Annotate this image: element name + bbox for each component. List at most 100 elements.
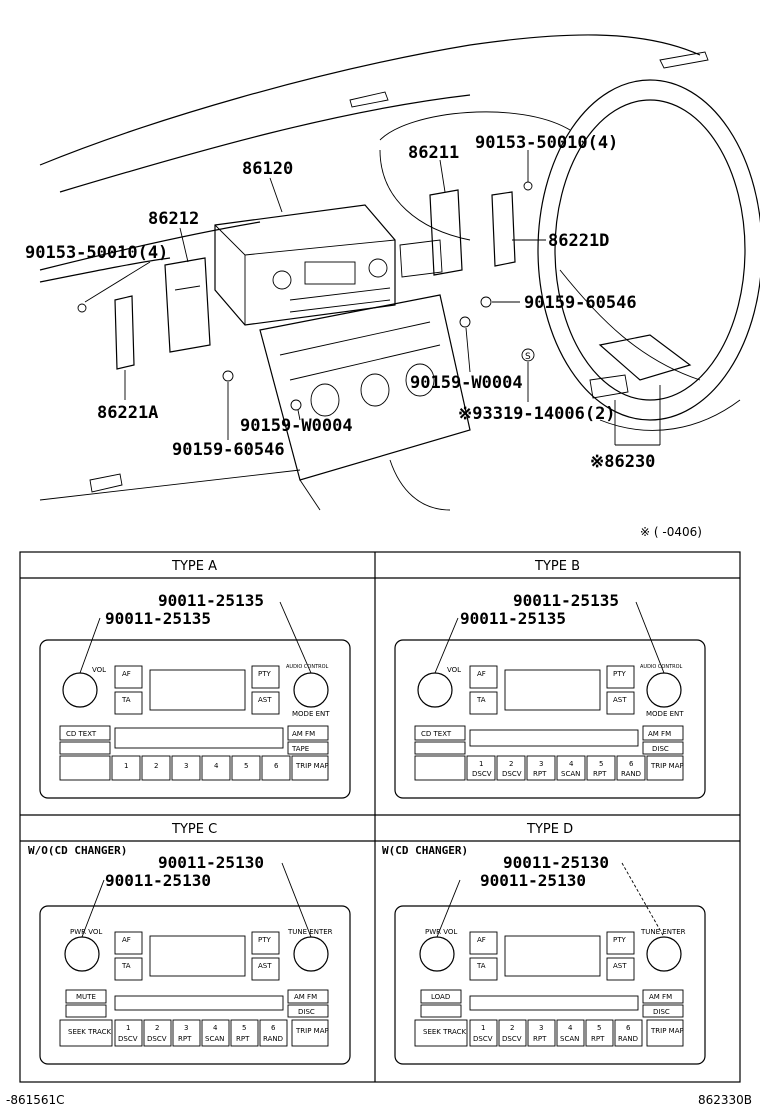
type-a-cd-text: CD TEXT: [66, 730, 97, 738]
type-b-btn-4: 4: [569, 760, 574, 768]
type-d-am-fm: AM FM: [649, 993, 672, 1001]
part-86221D: 86221D: [548, 231, 609, 251]
type-a-mode-ent: MODE ENT: [292, 710, 330, 718]
type-d-title: TYPE D: [526, 822, 573, 837]
type-a-part-bottom: 90011-25135: [105, 609, 211, 628]
type-b-ta: TA: [476, 696, 486, 704]
type-a-ta: TA: [121, 696, 131, 704]
type-c-ta: TA: [121, 962, 131, 970]
type-c-af: AF: [122, 936, 131, 944]
type-c-btn-4-sub: SCAN: [205, 1035, 224, 1043]
type-d-btn-1: 1: [481, 1024, 485, 1032]
type-d-disc: DISC: [653, 1008, 670, 1016]
type-c-trip-map: TRIP MAP: [295, 1027, 329, 1035]
type-a-tape: TAPE: [291, 745, 309, 753]
type-c-title: TYPE C: [171, 822, 217, 837]
type-a-btn-4: 4: [214, 762, 219, 770]
type-c-btn-6-sub: RAND: [263, 1035, 283, 1043]
type-b-mode-ent: MODE ENT: [646, 710, 684, 718]
footnote: ※ ( -0406): [640, 525, 702, 539]
type-c-btn-3-sub: RPT: [178, 1035, 192, 1043]
radio-panel-type-c: [39, 862, 351, 1065]
type-c-btn-1-sub: DSCV: [118, 1035, 138, 1043]
part-86211: 86211: [408, 143, 459, 163]
part-86221A: 86221A: [97, 403, 158, 423]
radio-panel-type-a: [39, 601, 351, 799]
type-a-btn-3: 3: [184, 762, 188, 770]
type-d-btn-6-sub: RAND: [618, 1035, 638, 1043]
variants-table: [19, 551, 741, 1083]
type-c-btn-1: 1: [126, 1024, 130, 1032]
type-d-btn-3-sub: RPT: [533, 1035, 547, 1043]
type-b-btn-5-sub: RPT: [593, 770, 607, 778]
type-b-btn-3-sub: RPT: [533, 770, 547, 778]
part-86120: 86120: [242, 159, 293, 179]
type-d-part-bottom: 90011-25130: [480, 871, 586, 890]
type-b-btn-5: 5: [599, 760, 603, 768]
footer-left-code: -861561C: [6, 1093, 65, 1107]
type-b-btn-2: 2: [509, 760, 513, 768]
type-d-btn-3: 3: [539, 1024, 543, 1032]
type-b-part-top: 90011-25135: [513, 591, 619, 610]
type-b-btn-2-sub: DSCV: [502, 770, 522, 778]
type-d-btn-2: 2: [510, 1024, 514, 1032]
type-a-am-fm: AM FM: [292, 730, 315, 738]
radio-panel-type-b: [394, 601, 706, 799]
footer-right-code: 862330B: [698, 1093, 752, 1107]
type-d-ta: TA: [476, 962, 486, 970]
type-a-btn-1: 1: [124, 762, 128, 770]
type-b-disc: DISC: [652, 745, 669, 753]
type-d-btn-1-sub: DSCV: [473, 1035, 493, 1043]
part-93319-14006: ※93319-14006(2): [458, 404, 616, 424]
type-b-audio-control: AUDIO CONTROL: [640, 664, 683, 670]
type-d-btn-4: 4: [568, 1024, 573, 1032]
type-b-btn-6: 6: [629, 760, 634, 768]
type-c-btn-5: 5: [242, 1024, 246, 1032]
dashboard-illustration: [39, 34, 760, 511]
type-a-audio-control: AUDIO CONTROL: [286, 664, 329, 670]
type-b-cd-text: CD TEXT: [421, 730, 452, 738]
type-b-af: AF: [477, 670, 486, 678]
part-90159-60546-right: 90159-60546: [524, 293, 637, 313]
type-c-ast: AST: [258, 962, 272, 970]
type-b-btn-1: 1: [479, 760, 483, 768]
type-c-am-fm: AM FM: [294, 993, 317, 1001]
type-d-btn-4-sub: SCAN: [560, 1035, 579, 1043]
part-90159-W0004-left: 90159-W0004: [240, 416, 353, 436]
type-c-tune-enter: TUNE ENTER: [287, 928, 333, 936]
type-c-btn-2: 2: [155, 1024, 159, 1032]
type-a-vol: VOL: [92, 666, 106, 674]
type-d-seek-track: SEEK TRACK: [423, 1028, 467, 1036]
part-90153-50010-right: 90153-50010(4): [475, 133, 618, 153]
type-c-btn-3: 3: [184, 1024, 188, 1032]
part-86212: 86212: [148, 209, 199, 229]
type-c-btn-2-sub: DSCV: [147, 1035, 167, 1043]
type-d-af: AF: [477, 936, 486, 944]
type-c-part-top: 90011-25130: [158, 853, 264, 872]
type-d-load: LOAD: [431, 993, 450, 1001]
type-b-btn-6-sub: RAND: [621, 770, 641, 778]
type-d-btn-5: 5: [597, 1024, 601, 1032]
type-b-btn-3: 3: [539, 760, 543, 768]
type-a-btn-6: 6: [274, 762, 279, 770]
type-d-btn-2-sub: DSCV: [502, 1035, 522, 1043]
type-d-part-top: 90011-25130: [503, 853, 609, 872]
type-d-btn-6: 6: [626, 1024, 631, 1032]
part-90159-W0004-right: 90159-W0004: [410, 373, 523, 393]
type-a-btn-5: 5: [244, 762, 248, 770]
type-a-btn-2: 2: [154, 762, 158, 770]
type-c-pty: PTY: [258, 936, 271, 944]
type-d-tune-enter: TUNE ENTER: [640, 928, 686, 936]
type-c-btn-4: 4: [213, 1024, 218, 1032]
type-c-pwr-vol: PWR VOL: [70, 928, 102, 936]
type-d-ast: AST: [613, 962, 627, 970]
type-b-pty: PTY: [613, 670, 626, 678]
type-a-trip-map: TRIP MAP: [295, 762, 329, 770]
type-b-vol: VOL: [447, 666, 461, 674]
type-b-trip-map: TRIP MAP: [650, 762, 684, 770]
part-90153-50010-left: 90153-50010(4): [25, 243, 168, 263]
type-b-btn-4-sub: SCAN: [561, 770, 580, 778]
type-b-part-bottom: 90011-25135: [460, 609, 566, 628]
type-d-variant-label: W(CD CHANGER): [382, 844, 468, 857]
